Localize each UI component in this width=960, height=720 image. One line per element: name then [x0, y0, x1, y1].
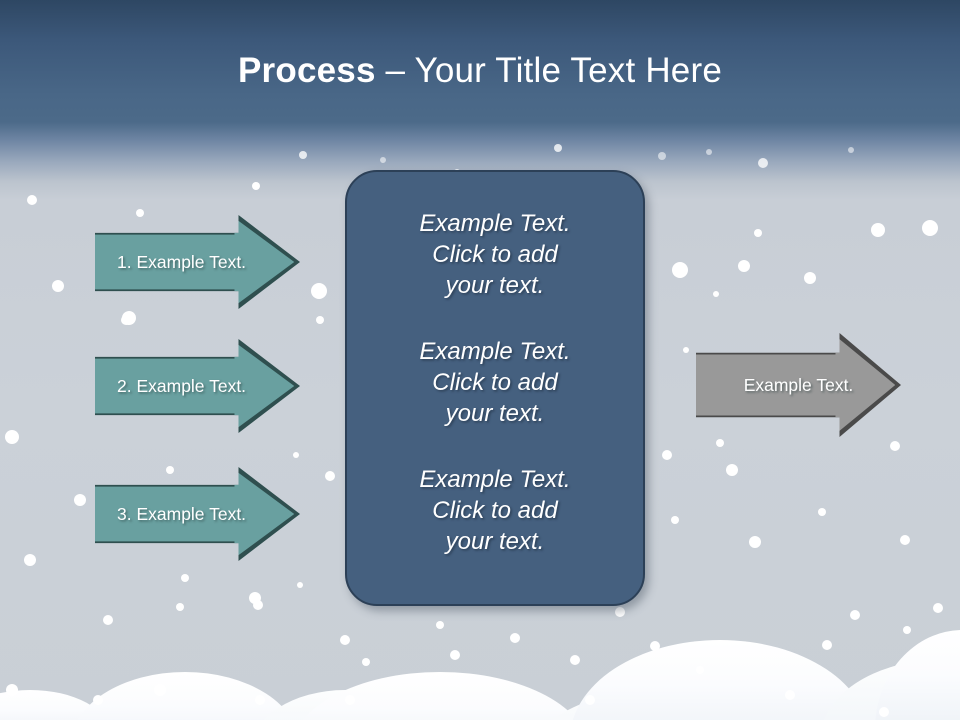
snowflake: [683, 347, 689, 353]
snowflake: [27, 195, 37, 205]
snowflake: [5, 430, 19, 444]
arrow-1-label: 1. Example Text.: [117, 251, 247, 272]
snowflake: [121, 315, 131, 325]
panel-block-2-line-2: Click to add: [432, 369, 558, 396]
snowflake: [362, 658, 370, 666]
snowflake: [754, 229, 762, 237]
snowflake: [749, 536, 761, 548]
snowflake: [510, 633, 520, 643]
panel-block-3-line-1: Example Text.: [419, 466, 571, 493]
snowflake: [615, 607, 625, 617]
snowflake: [297, 582, 303, 588]
arrow-2-label: 2. Example Text.: [117, 375, 247, 396]
panel-block-3-line-3: your text.: [445, 528, 545, 555]
snowflake: [6, 684, 18, 696]
snowflake: [922, 220, 938, 236]
snowflake: [671, 516, 679, 524]
snowflake: [380, 157, 386, 163]
snowflake: [154, 684, 166, 696]
snowflake: [818, 508, 826, 516]
snowflake: [345, 695, 355, 705]
snowflake: [706, 149, 712, 155]
panel-block-1-line-3: your text.: [445, 272, 545, 299]
snowflake: [450, 650, 460, 660]
snowflake: [74, 494, 86, 506]
snowflake: [871, 223, 885, 237]
snowflake: [696, 666, 704, 674]
snowflake: [181, 574, 189, 582]
result-arrow-label: Example Text.: [743, 374, 854, 395]
snowflake: [554, 144, 562, 152]
panel-block-2: Example Text. Click to add your text.: [347, 336, 643, 429]
snowflake: [650, 641, 660, 651]
panel-block-3: Example Text. Click to add your text.: [347, 464, 643, 557]
page-title-emphasis: Process: [238, 51, 376, 90]
snowflake: [738, 260, 750, 272]
snowflake: [879, 707, 889, 717]
process-detail-panel[interactable]: Example Text. Click to add your text. Ex…: [345, 170, 645, 606]
snowflake: [758, 158, 768, 168]
snowflake: [672, 262, 688, 278]
snowflake: [316, 316, 324, 324]
panel-block-1: Example Text. Click to add your text.: [347, 208, 643, 301]
snowflake: [340, 635, 350, 645]
snowflake: [726, 464, 738, 476]
sky-gradient: [0, 0, 960, 200]
snowflake: [103, 615, 113, 625]
snowflake: [850, 610, 860, 620]
snowflake: [166, 466, 174, 474]
snowflake: [890, 441, 900, 451]
snowflake: [255, 695, 265, 705]
page-title-rest: – Your Title Text Here: [375, 51, 722, 90]
arrow-3-label: 3. Example Text.: [117, 503, 247, 524]
panel-block-2-line-1: Example Text.: [419, 338, 571, 365]
snowflake: [822, 640, 832, 650]
snowflake: [662, 450, 672, 460]
snowflake: [903, 626, 911, 634]
snowflake: [436, 621, 444, 629]
snowflake: [299, 151, 307, 159]
snowflake: [136, 209, 144, 217]
snowflake: [311, 283, 327, 299]
snowflake: [325, 471, 335, 481]
snowflake: [848, 147, 854, 153]
panel-block-2-line-3: your text.: [445, 400, 545, 427]
snowflake: [570, 655, 580, 665]
snowflake: [176, 603, 184, 611]
panel-block-1-line-1: Example Text.: [419, 210, 571, 237]
snowflake: [253, 600, 263, 610]
panel-block-1-line-2: Click to add: [432, 241, 558, 268]
snowflake: [252, 182, 260, 190]
panel-block-3-line-2: Click to add: [432, 497, 558, 524]
snowflake: [933, 603, 943, 613]
snowflake: [52, 280, 64, 292]
snowflake: [24, 554, 36, 566]
snowflake: [585, 695, 595, 705]
snowflake: [713, 291, 719, 297]
snowflake: [293, 452, 299, 458]
snowflake: [900, 535, 910, 545]
page-title: Process – Your Title Text Here: [0, 50, 960, 92]
snowflake: [785, 690, 795, 700]
snowflake: [716, 439, 724, 447]
snowflake: [658, 152, 666, 160]
snowflake: [804, 272, 816, 284]
snowflake: [93, 695, 103, 705]
